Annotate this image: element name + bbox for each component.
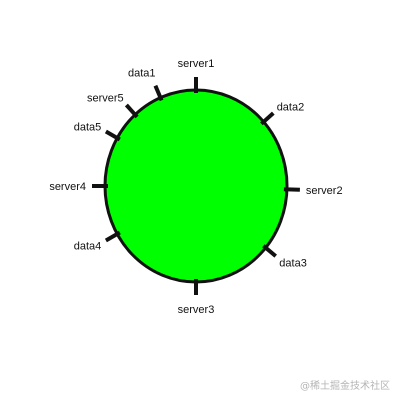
- node-label-data4: data4: [74, 241, 102, 253]
- node-label-server5: server5: [87, 93, 124, 105]
- node-label-server1: server1: [178, 58, 215, 70]
- node-labels: server1 data2 server2 data3 server3 data4 serv…: [49, 58, 342, 316]
- node-label-data2: data2: [277, 101, 305, 113]
- watermark-text: @稀土掘金技术社区: [300, 381, 390, 392]
- node-label-server3: server3: [178, 304, 215, 316]
- node-tick-data4: [104, 230, 121, 243]
- node-tick-data1: [153, 84, 164, 102]
- node-label-server4: server4: [49, 181, 86, 193]
- hash-ring-circle: [103, 88, 289, 284]
- node-tick-data3: [262, 244, 277, 258]
- node-label-data1: data1: [128, 68, 156, 80]
- node-label-server2: server2: [306, 185, 343, 197]
- node-label-data3: data3: [279, 258, 307, 270]
- node-tick-data2: [260, 111, 275, 126]
- node-tick-server5: [124, 103, 139, 119]
- node-ticks: [92, 77, 300, 295]
- node-label-data5: data5: [74, 122, 102, 134]
- node-tick-server2: [283, 187, 300, 192]
- node-tick-data5: [104, 129, 121, 142]
